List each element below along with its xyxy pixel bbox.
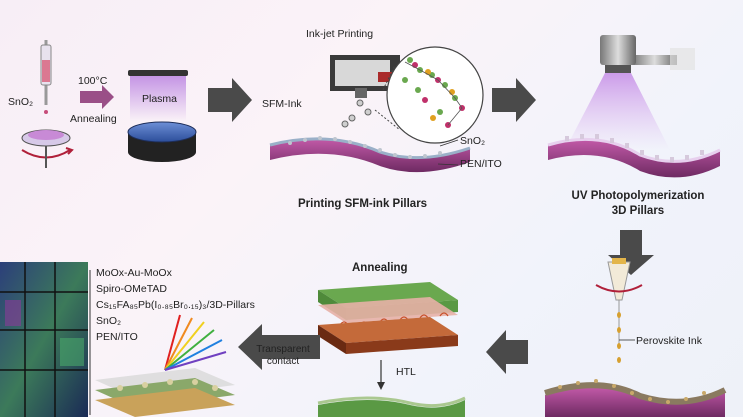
uv-lamp-icon — [565, 35, 695, 150]
htl-arrow-icon — [377, 360, 385, 390]
printed-substrate-icon — [269, 136, 471, 173]
htl-substrate-icon — [317, 396, 466, 417]
layer-perovskite-label: Cs₁₅FA₈₅Pb(I₀.₈₅Br₀.₁₅)₃/3D-Pillars — [96, 299, 255, 311]
htl-label: HTL — [396, 366, 416, 378]
process-arrow-4 — [486, 330, 528, 374]
layer-spiro-label: Spiro-OMeTAD — [96, 283, 167, 295]
sno2-left-label: SnO₂ — [8, 96, 34, 108]
layer-pen-ito-label: PEN/ITO — [96, 331, 138, 343]
sno2-layer-label: SnO₂ — [460, 135, 486, 147]
uv-photopolymerization-label: UV Photopolymerization — [571, 190, 705, 202]
perovskite-substrate-icon — [544, 379, 727, 417]
inkjet-printer-icon — [330, 55, 400, 128]
plasma-label: Plasma — [142, 93, 178, 105]
layer-moox-label: MoOx-Au-MoOx — [96, 267, 172, 279]
transparent-label: Transparent — [256, 344, 310, 355]
annealing-step-label: Annealing — [70, 113, 117, 125]
solar-panel-photo — [0, 262, 88, 417]
layer-sno2-label: SnO₂ — [96, 315, 122, 327]
contact-label: contact — [266, 356, 300, 367]
pipette-icon — [595, 258, 643, 363]
device-stack-icon — [89, 270, 235, 417]
3d-pillars-label: 3D Pillars — [611, 205, 665, 217]
spin-coater-icon — [21, 40, 74, 168]
anneal-arrow-icon — [80, 85, 114, 109]
annealing-stack-icon — [318, 282, 458, 354]
temperature-label: 100°C — [78, 75, 108, 87]
plasma-device-icon — [127, 70, 197, 162]
sfm-ink-label: SFM-Ink — [262, 98, 302, 110]
inkjet-printing-label: Ink-jet Printing — [306, 28, 374, 40]
printing-pillars-label: Printing SFM-ink Pillars — [298, 198, 428, 210]
uv-substrate-icon — [547, 134, 721, 178]
process-arrow-5 — [238, 324, 320, 370]
annealing-title-label: Annealing — [352, 262, 408, 274]
perovskite-ink-label: Perovskite Ink — [636, 335, 702, 347]
process-arrow-2 — [492, 78, 536, 122]
molecule-zoom-icon — [374, 46, 484, 144]
pen-ito-label: PEN/ITO — [460, 158, 502, 170]
process-arrow-1 — [208, 78, 252, 122]
